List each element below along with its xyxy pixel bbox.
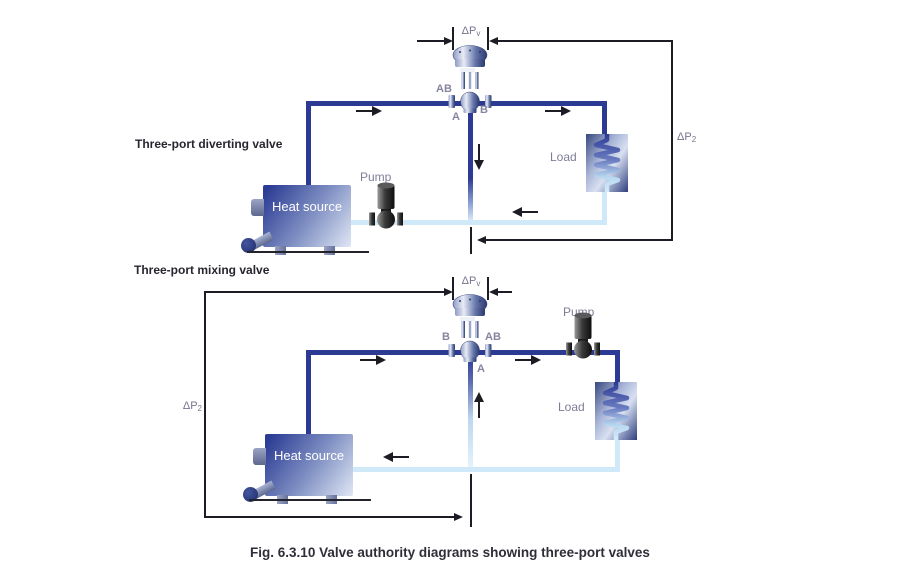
mixing-title: Three-port mixing valve <box>134 263 270 277</box>
div-dpv-dim-line-left <box>417 40 447 42</box>
mix-load-coil-icon <box>602 379 630 443</box>
div-load-label: Load <box>550 150 577 164</box>
div-flow-arrow-return-left <box>512 207 538 217</box>
mix-dpv-dim-line-left <box>206 291 446 293</box>
div-boiler-elbow <box>241 238 256 253</box>
div-valve-bypass-branch <box>468 106 473 223</box>
diverting-load <box>586 131 628 195</box>
mix-flow-arrow-supply-left <box>360 355 386 365</box>
div-port-a-label: A <box>452 111 460 123</box>
div-dpv-tick-left <box>452 27 454 50</box>
div-return-pipe-from-load <box>602 187 607 224</box>
div-dp2-dim-line-bottom <box>485 239 673 241</box>
mix-supply-pipe-riser <box>306 350 311 435</box>
diverting-heat-source: Heat source <box>241 185 351 255</box>
mix-dpv-arrowhead-right <box>489 288 498 296</box>
mix-dpv-dim-line-right <box>497 291 512 293</box>
div-flow-arrow-supply-left <box>356 106 382 116</box>
div-dpv-dim-line-right <box>497 40 673 42</box>
mixing-pump-icon <box>566 312 600 359</box>
div-load-coil-icon <box>593 131 621 195</box>
div-heat-source-label: Heat source <box>271 199 343 214</box>
mix-port-b-label: B <box>442 331 450 343</box>
div-boiler-leg-right <box>324 246 335 255</box>
div-dpv-tick-right <box>487 27 489 50</box>
diverting-title: Three-port diverting valve <box>135 137 283 151</box>
mix-flow-arrow-branch-up <box>474 392 484 418</box>
mix-dpv-tick-right <box>487 277 489 300</box>
diverting-pump-icon <box>369 182 403 229</box>
mix-return-pipe-from-load <box>615 437 620 471</box>
div-dpv-arrowhead-right <box>489 37 498 45</box>
mix-port-a-label: A <box>477 363 485 375</box>
diverting-valve-icon <box>448 45 492 113</box>
mixing-load <box>595 379 637 443</box>
mix-supply-pipe-drop-to-load <box>615 350 620 385</box>
div-supply-pipe-drop-to-load <box>602 101 607 138</box>
mixing-heat-source: Heat source <box>243 434 353 504</box>
mix-load-label: Load <box>558 400 585 414</box>
div-ground-line <box>247 251 369 253</box>
mix-return-pipe-main <box>350 467 620 472</box>
div-flow-arrow-supply-right <box>545 106 571 116</box>
mix-flow-arrow-return-left <box>383 452 409 462</box>
div-boiler-stub <box>251 199 264 216</box>
div-boiler-leg-left <box>275 246 286 255</box>
div-supply-pipe-riser <box>306 101 311 189</box>
mix-dp2-arrowhead <box>454 513 463 521</box>
mixing-valve-icon <box>448 294 492 362</box>
mix-dp2-dim-line-bottom <box>206 516 456 518</box>
div-return-pipe-main <box>350 220 607 225</box>
mix-dpv-arrowhead-left <box>444 288 453 296</box>
div-port-ab-label: AB <box>436 83 452 95</box>
mix-dp2-label: ΔP2 <box>182 400 202 413</box>
mix-boiler-stub <box>253 448 266 465</box>
div-port-b-label: B <box>480 104 488 116</box>
div-supply-pipe-main <box>306 101 607 106</box>
figure-caption: Fig. 6.3.10 Valve authority diagrams sho… <box>250 545 650 560</box>
mix-valve-mixing-branch <box>468 355 473 470</box>
div-flow-arrow-bypass-down <box>474 144 484 170</box>
mix-port-ab-label: AB <box>485 331 501 343</box>
mix-dpv-label: ΔPv <box>461 275 481 288</box>
mix-dp2-vertical-line <box>204 291 206 518</box>
div-dp2-vertical-line <box>671 40 673 241</box>
div-dp2-label: ΔP2 <box>677 131 697 144</box>
mix-boiler-elbow <box>243 487 258 502</box>
div-dp2-tick <box>470 227 472 254</box>
mix-dpv-tick-left <box>452 277 454 300</box>
mix-ground-line <box>249 499 371 501</box>
div-dpv-label: ΔPv <box>461 25 481 38</box>
mix-dp2-tick <box>470 474 472 527</box>
mix-flow-arrow-supply-right <box>515 355 541 365</box>
div-pump-label: Pump <box>360 170 392 184</box>
div-dpv-arrowhead-left <box>444 37 453 45</box>
div-dp2-arrowhead <box>477 236 486 244</box>
mix-heat-source-label: Heat source <box>273 448 345 463</box>
